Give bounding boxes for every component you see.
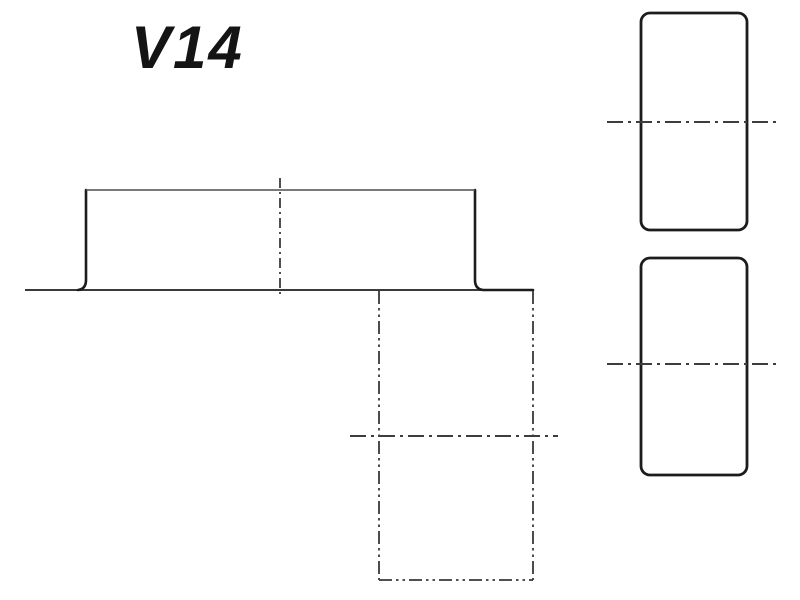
side-view-bottom-rect xyxy=(639,256,749,477)
drawing-label: V14 xyxy=(131,14,244,81)
side-views xyxy=(639,11,749,477)
front-view-left-wall xyxy=(76,188,88,292)
side-view-centerlines xyxy=(607,121,779,365)
front-view-flange xyxy=(76,188,535,292)
front-view-right-wall xyxy=(473,188,535,292)
